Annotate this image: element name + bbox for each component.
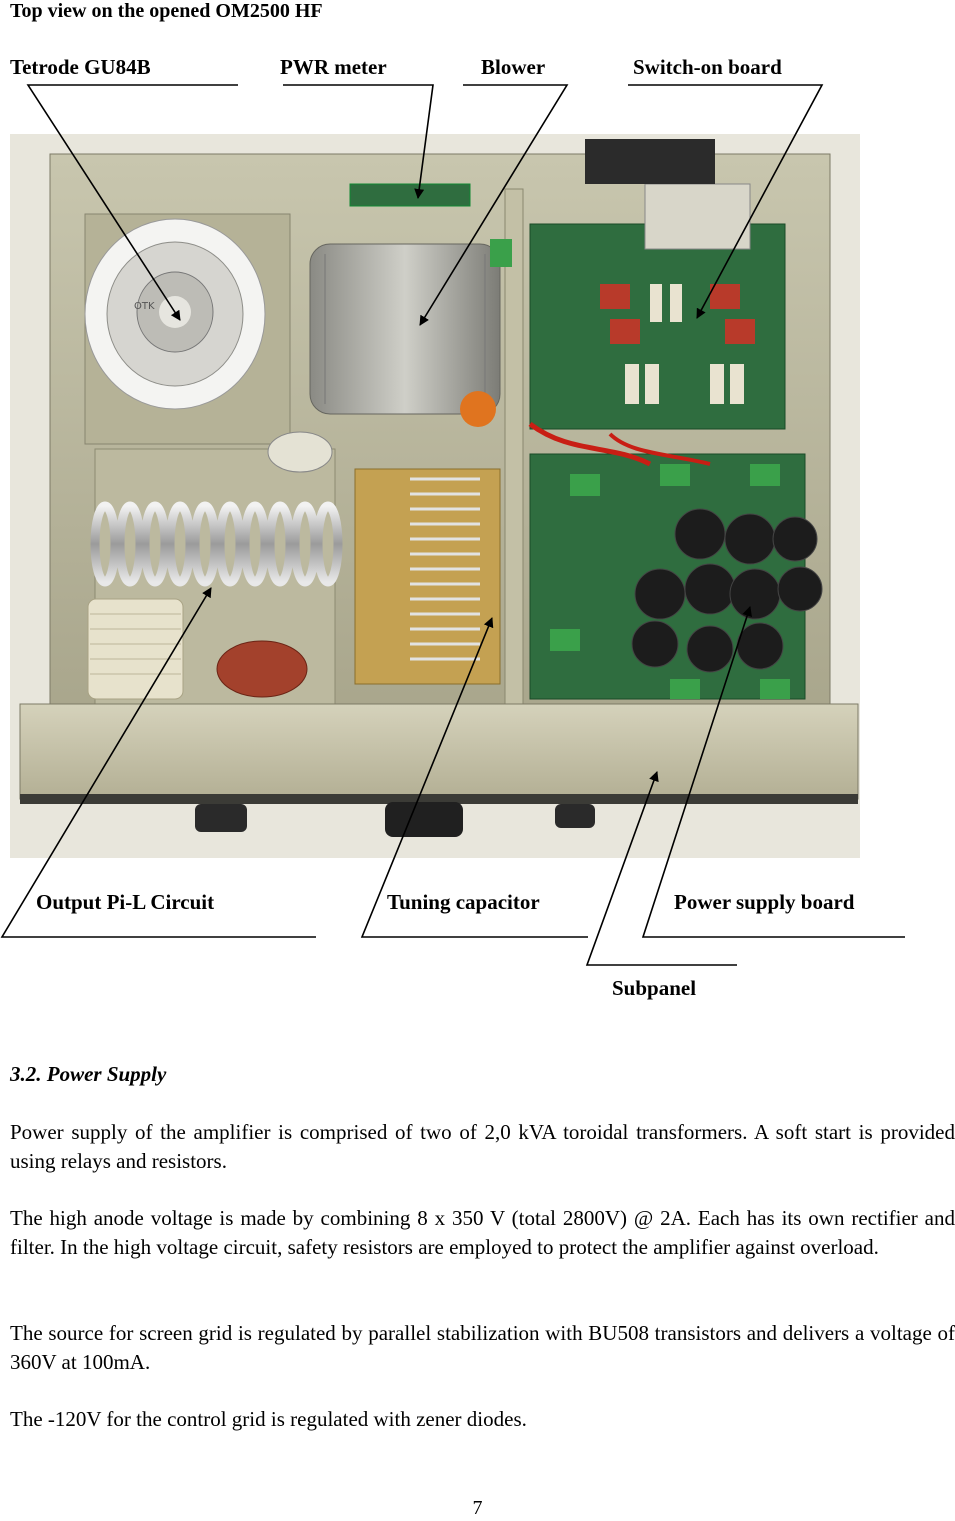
leader-power-supply-board (641, 606, 905, 938)
amplifier-photo-drawing: OTK (10, 134, 860, 858)
tube-marking: OTK (134, 301, 155, 312)
label-blower: Blower (481, 55, 546, 79)
label-switch-on-board: Switch-on board (633, 55, 782, 79)
label-pwr-meter: PWR meter (280, 55, 387, 79)
page-title: Top view on the opened OM2500 HF (10, 0, 323, 22)
label-tetrode: Tetrode GU84B (10, 55, 151, 79)
leader-switch-on-board (628, 84, 824, 319)
leader-subpanel (585, 771, 737, 966)
leader-tetrode (26, 84, 238, 321)
leader-blower (419, 84, 569, 326)
label-power-supply-board: Power supply board (674, 890, 855, 914)
label-subpanel: Subpanel (612, 976, 697, 1000)
paragraph-2: The high anode voltage is made by combin… (10, 1206, 955, 1259)
section-heading: 3.2. Power Supply (10, 1062, 167, 1086)
paragraph-3: The source for screen grid is regulated … (10, 1321, 955, 1374)
label-output-pi-l-circuit: Output Pi-L Circuit (36, 890, 215, 914)
leader-pwr-meter (283, 84, 434, 199)
leader-output-pil (0, 587, 316, 938)
amplifier-photo: OTK (10, 134, 860, 858)
page-number: 7 (472, 1497, 483, 1519)
leader-tuning-capacitor (360, 617, 588, 938)
paragraph-1: Power supply of the amplifier is compris… (10, 1120, 955, 1173)
label-tuning-capacitor: Tuning capacitor (387, 890, 540, 914)
paragraph-4: The -120V for the control grid is regula… (10, 1407, 527, 1431)
